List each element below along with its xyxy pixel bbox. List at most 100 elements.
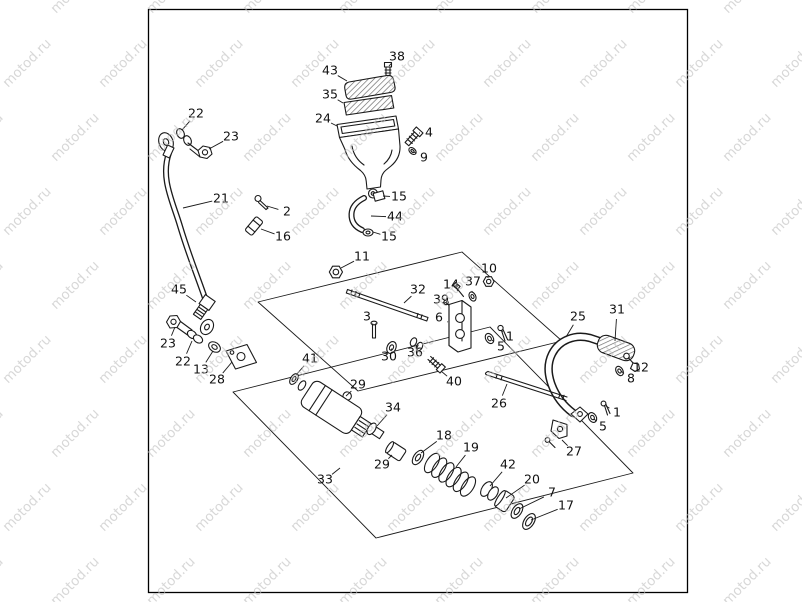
watermark-text: motod.ru xyxy=(48,554,103,602)
watermark-text: motod.ru xyxy=(768,184,802,239)
part-8-washer xyxy=(615,365,624,377)
hose-assembly xyxy=(158,128,269,370)
part-label-10: 10 xyxy=(481,261,497,276)
watermark-text: motod.ru xyxy=(528,0,583,17)
leader-line-36 xyxy=(416,344,419,349)
part-label-5: 5 xyxy=(599,419,607,434)
watermark-text: motod.ru xyxy=(720,554,775,602)
watermark-text: motod.ru xyxy=(576,480,631,535)
watermark-text: motod.ru xyxy=(0,0,7,17)
leader-line-23 xyxy=(208,140,224,150)
watermark-text: motod.ru xyxy=(768,36,802,91)
part-label-22: 22 xyxy=(188,106,204,121)
pedal-assembly xyxy=(484,332,641,449)
part-30-washer xyxy=(386,341,397,354)
leader-line-18 xyxy=(420,440,438,454)
part-label-24: 24 xyxy=(315,111,331,126)
part-label-40: 40 xyxy=(446,374,462,389)
part-label-45: 45 xyxy=(171,282,187,297)
part-9-washer xyxy=(408,146,417,156)
part-1-cotter-pin-upper xyxy=(497,324,509,342)
part-3-pin xyxy=(370,320,378,339)
watermark-text: motod.ru xyxy=(96,184,151,239)
part-label-36: 36 xyxy=(407,345,423,360)
watermark-text: motod.ru xyxy=(720,406,775,461)
part-label-23: 23 xyxy=(160,336,176,351)
watermark-text: motod.ru xyxy=(480,184,535,239)
watermark-text: motod.ru xyxy=(720,258,775,313)
watermark-text: motod.ru xyxy=(48,0,103,17)
leader-line-27 xyxy=(561,439,568,446)
pedal-clevis xyxy=(570,406,589,423)
leader-line-41 xyxy=(295,365,305,376)
part-29-cylinder-body xyxy=(300,380,372,438)
watermark-text: motod.ru xyxy=(672,36,727,91)
watermark-text: motod.ru xyxy=(624,554,679,602)
part-11-nut xyxy=(328,265,344,279)
watermark-text: motod.ru xyxy=(0,480,55,535)
leader-line-38 xyxy=(388,63,392,67)
watermark-text: motod.ru xyxy=(336,0,391,17)
leader-line-7 xyxy=(518,496,545,510)
leader-line-21 xyxy=(182,200,213,209)
part-label-30: 30 xyxy=(381,349,397,364)
part-26-rod xyxy=(484,370,568,402)
leader-line-31 xyxy=(614,318,617,342)
reservoir-assembly xyxy=(336,61,424,237)
watermark-text: motod.ru xyxy=(240,0,295,17)
leader-line-44 xyxy=(370,215,387,218)
watermark-text: motod.ru xyxy=(192,480,247,535)
diagram-frame xyxy=(147,8,689,594)
part-35-plate xyxy=(343,94,395,116)
leader-line-14 xyxy=(456,289,459,292)
part-5-washer-lower xyxy=(587,412,598,423)
hose-crimp xyxy=(162,144,175,159)
part-label-41: 41 xyxy=(302,351,318,366)
part-label-31: 31 xyxy=(609,302,625,317)
part-label-35: 35 xyxy=(322,87,338,102)
part-28-bracket xyxy=(225,343,258,370)
watermark-text: motod.ru xyxy=(624,0,679,17)
part-label-28: 28 xyxy=(209,372,225,387)
leader-line-15 xyxy=(372,231,381,235)
part-7-washer xyxy=(510,503,524,519)
part-36-washer xyxy=(409,337,418,347)
part-label-14: 14 xyxy=(443,277,459,292)
part-40-bolt xyxy=(427,355,446,374)
watermark-text: motod.ru xyxy=(0,110,7,165)
leader-line-39 xyxy=(445,302,449,306)
leader-line-11 xyxy=(340,260,355,269)
part-label-43: 43 xyxy=(322,63,338,78)
watermark-text: motod.ru xyxy=(672,332,727,387)
leader-line-22 xyxy=(181,120,191,131)
leader-line-22 xyxy=(186,340,193,354)
part-label-26: 26 xyxy=(491,396,507,411)
watermark-text: motod.ru xyxy=(192,36,247,91)
watermark-text: motod.ru xyxy=(624,110,679,165)
part-label-7: 7 xyxy=(548,485,556,500)
watermark-text: motod.ru xyxy=(48,406,103,461)
diagram-art xyxy=(158,61,641,539)
watermark-text: motod.ru xyxy=(144,0,199,17)
part-37-washer xyxy=(468,291,477,302)
watermark-text: motod.ru xyxy=(240,554,295,602)
part-6-block xyxy=(448,299,472,353)
leader-line-23 xyxy=(171,326,176,336)
lower-assembly-boundary xyxy=(232,326,634,539)
part-22-washer-top xyxy=(176,128,185,139)
part-15-fitting-bottom xyxy=(362,228,374,237)
part-label-18: 18 xyxy=(436,428,452,443)
leader-line-45 xyxy=(186,294,197,303)
leader-line-20 xyxy=(505,484,525,499)
part-44-elbow-hose xyxy=(348,188,386,237)
leader-line-43 xyxy=(337,75,348,82)
watermark-text: motod.ru xyxy=(288,184,343,239)
leader-line-40 xyxy=(440,370,448,377)
part-label-42: 42 xyxy=(500,457,516,472)
part-label-38: 38 xyxy=(389,49,405,64)
watermark-text: motod.ru xyxy=(720,0,775,17)
watermark-text: motod.ru xyxy=(480,36,535,91)
watermark-text: motod.ru xyxy=(336,258,391,313)
part-14-pin xyxy=(452,281,465,298)
